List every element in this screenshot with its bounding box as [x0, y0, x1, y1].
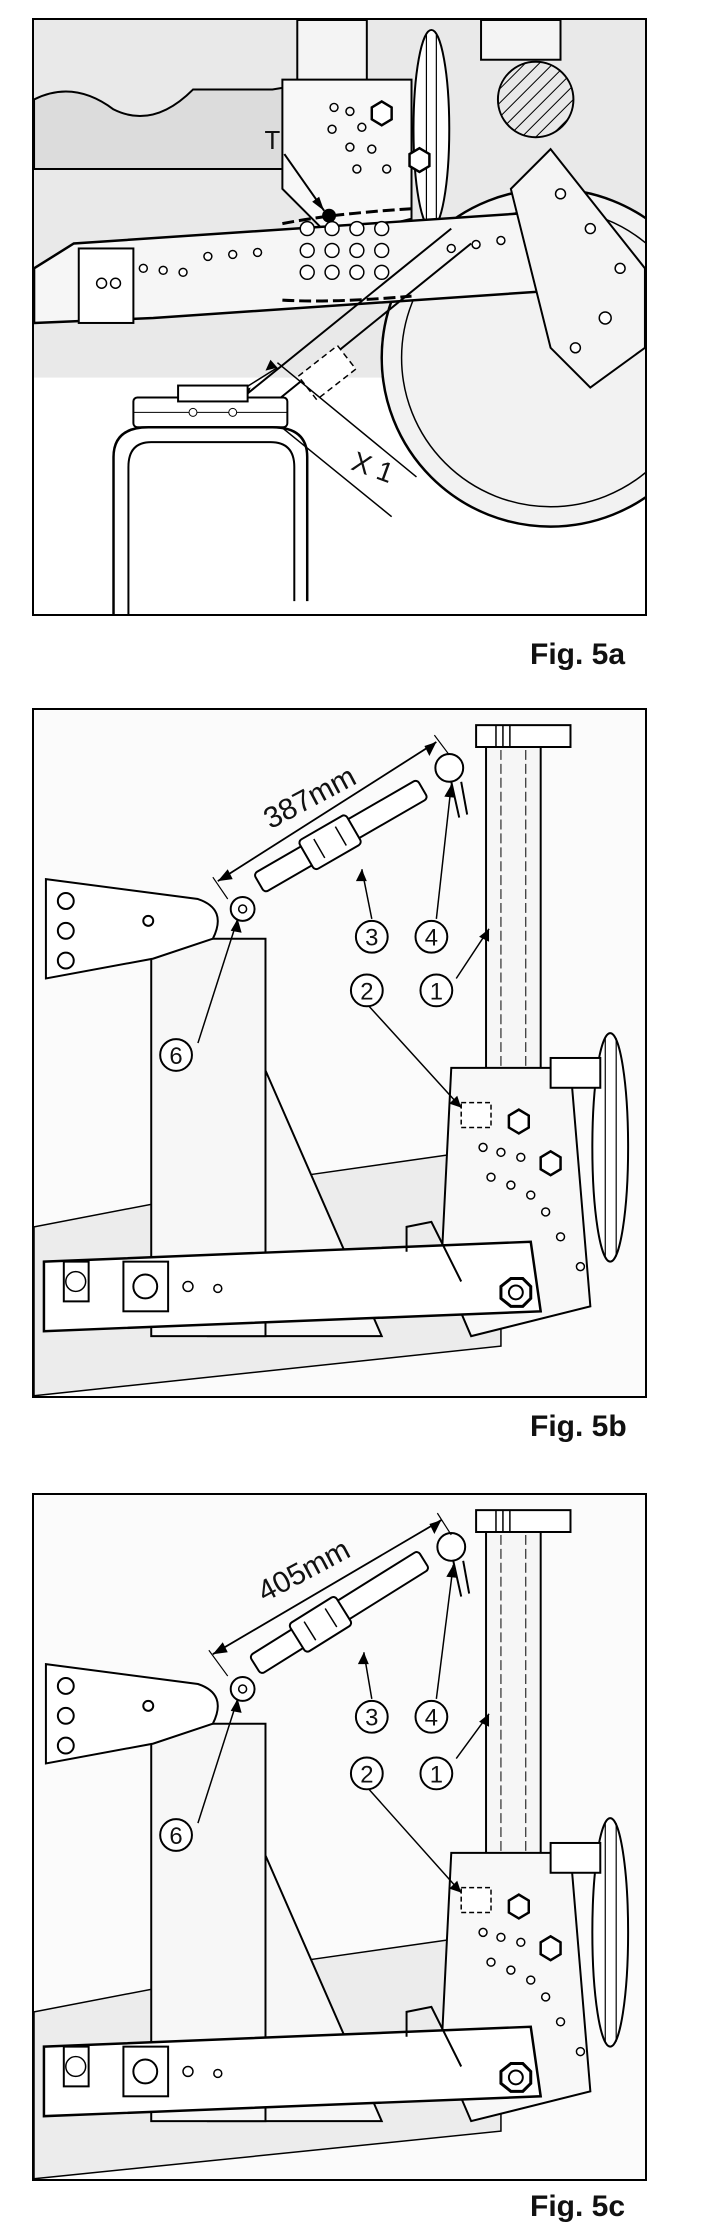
callout-2: 2	[349, 973, 384, 1008]
svg-text:6: 6	[169, 1043, 182, 1070]
svg-text:3: 3	[365, 925, 378, 952]
callout-6: 6	[159, 1818, 193, 1852]
svg-text:1: 1	[430, 1761, 443, 1788]
svg-text:6: 6	[169, 1823, 182, 1850]
dimension-x1-label: X 1	[348, 445, 398, 488]
marker-t-label: T	[265, 127, 281, 155]
callout-1: 1	[419, 1756, 454, 1791]
svg-text:4: 4	[425, 1705, 438, 1732]
callout-2: 2	[349, 1756, 384, 1791]
figure-5c-caption: Fig. 5c	[530, 2190, 626, 2223]
callout-4: 4	[414, 1699, 449, 1734]
figure-5b-caption: Fig. 5b	[530, 1410, 627, 1443]
svg-text:2: 2	[360, 978, 373, 1005]
figure-5a-caption: Fig. 5a	[530, 638, 626, 671]
figure-5b-drawing: 387mm	[34, 710, 645, 1396]
svg-text:4: 4	[425, 925, 438, 952]
callout-3: 3	[354, 1699, 389, 1734]
figure-5a-panel: T X 1	[32, 18, 647, 616]
figure-5c-panel: 405mm 6	[32, 1493, 647, 2181]
callout-6: 6	[159, 1038, 193, 1072]
figure-5b-panel: 387mm	[32, 708, 647, 1398]
svg-text:2: 2	[360, 1761, 373, 1788]
svg-text:1: 1	[430, 978, 443, 1005]
callout-4: 4	[414, 919, 449, 954]
figure-5c-drawing: 405mm 6	[34, 1495, 645, 2179]
figure-5a-drawing: T X 1	[34, 20, 645, 614]
svg-text:3: 3	[365, 1705, 378, 1732]
callout-1: 1	[419, 973, 454, 1008]
callout-3: 3	[354, 919, 389, 954]
